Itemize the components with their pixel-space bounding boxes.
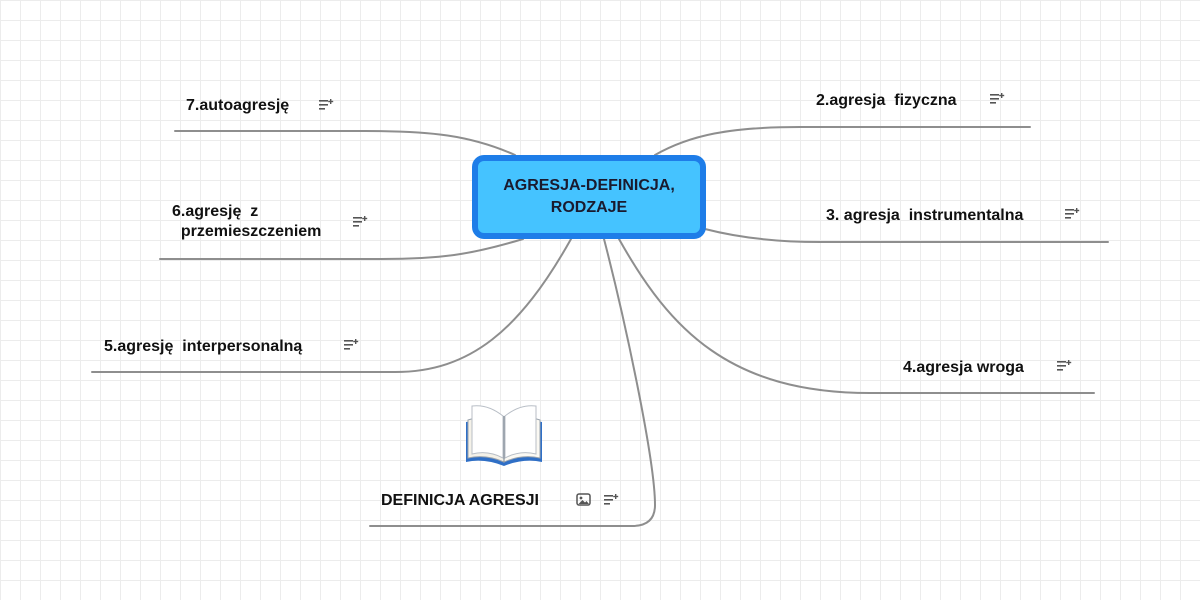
connector-6	[159, 238, 524, 260]
image-icon[interactable]	[576, 493, 592, 507]
connector-def	[369, 238, 657, 527]
connector-7	[174, 130, 516, 156]
topic-5[interactable]: 5.agresję interpersonalną	[104, 338, 303, 355]
topic-2[interactable]: 2.agresja fizyczna	[816, 92, 957, 109]
central-topic-label: AGRESJA-DEFINICJA, RODZAJE	[503, 177, 675, 216]
connector-2	[654, 126, 1031, 156]
notes-icon[interactable]	[990, 92, 1006, 106]
central-topic[interactable]: AGRESJA-DEFINICJA, RODZAJE	[472, 155, 706, 239]
topic-4[interactable]: 4.agresja wroga	[903, 359, 1024, 376]
topic-definicja[interactable]: DEFINICJA AGRESJI	[381, 492, 539, 509]
connector-5	[91, 238, 572, 373]
notes-icon[interactable]	[604, 493, 620, 507]
connector-3	[704, 228, 1109, 243]
topic-3[interactable]: 3. agresja instrumentalna	[826, 207, 1024, 224]
topic-6[interactable]: 6.agresję z przemieszczeniem	[172, 203, 322, 240]
notes-icon[interactable]	[319, 98, 335, 112]
topic-7[interactable]: 7.autoagresję	[186, 97, 290, 114]
connector-4	[618, 238, 1095, 394]
notes-icon[interactable]	[1065, 207, 1081, 221]
notes-icon[interactable]	[353, 215, 369, 229]
open-book-icon	[466, 405, 542, 466]
notes-icon[interactable]	[1057, 359, 1073, 373]
notes-icon[interactable]	[344, 338, 360, 352]
